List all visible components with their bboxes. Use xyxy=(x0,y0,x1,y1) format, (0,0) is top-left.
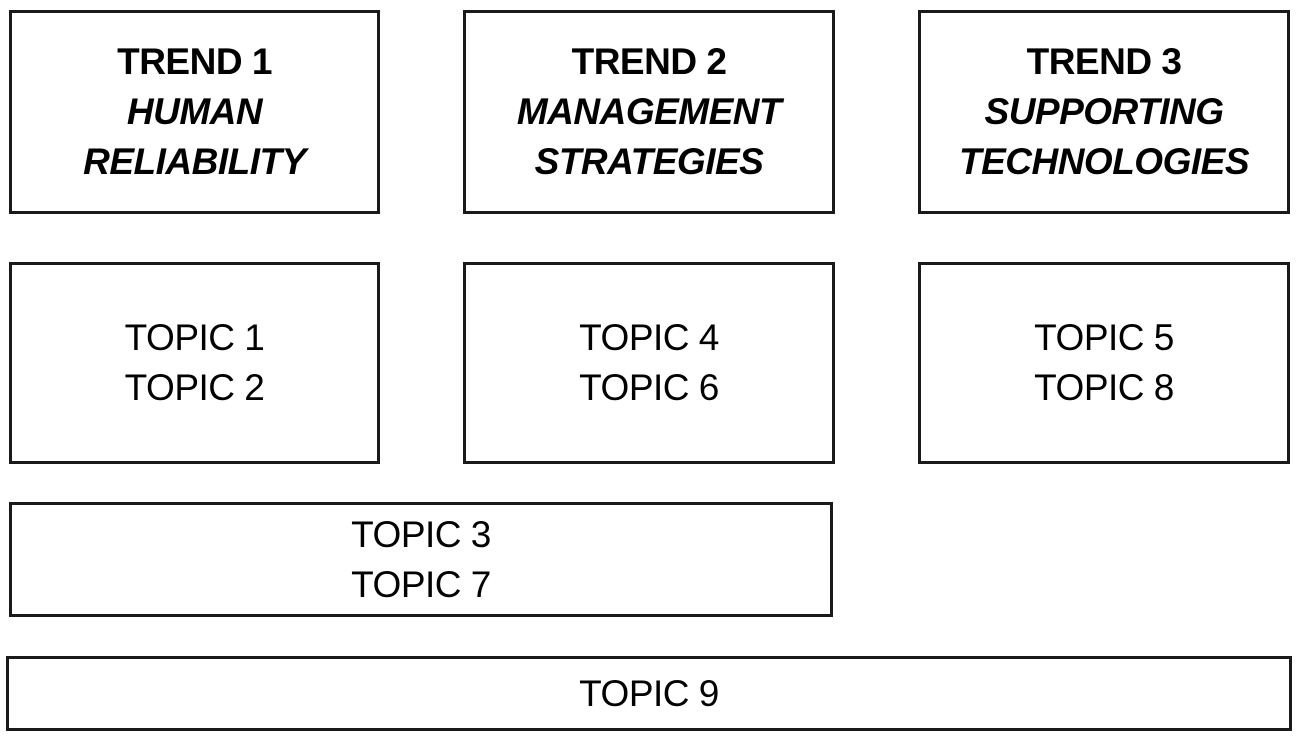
trend-2-subtitle-line-1: MANAGEMENT xyxy=(516,91,782,132)
topic-line: TOPIC 2 xyxy=(124,367,265,408)
trend-2-box: TREND 2 MANAGEMENT STRATEGIES xyxy=(463,10,835,214)
trend-3-subtitle-line-2: TECHNOLOGIES xyxy=(958,141,1250,182)
trend-1-subtitle-line-1: HUMAN xyxy=(126,91,263,132)
topic-line: TOPIC 1 xyxy=(124,317,265,358)
trend-1-subtitle-line-2: RELIABILITY xyxy=(83,141,306,182)
topic-line: TOPIC 5 xyxy=(1034,317,1174,358)
topic-line: TOPIC 8 xyxy=(1034,367,1174,408)
trend-3-subtitle-line-1: SUPPORTING xyxy=(984,91,1224,132)
trend-3-box: TREND 3 SUPPORTING TECHNOLOGIES xyxy=(918,10,1290,214)
trend-2-subtitle-line-2: STRATEGIES xyxy=(534,141,764,182)
trend-2-title: TREND 2 xyxy=(571,41,727,82)
shared-topics-box-trends-1-2: TOPIC 3 TOPIC 7 xyxy=(9,502,833,617)
topic-line: TOPIC 9 xyxy=(579,672,719,714)
shared-topics-box-all-trends: TOPIC 9 xyxy=(6,656,1292,731)
topic-line: TOPIC 7 xyxy=(351,563,491,605)
topic-line: TOPIC 3 xyxy=(351,513,491,555)
trend-1-title: TREND 1 xyxy=(117,41,272,82)
topic-line: TOPIC 6 xyxy=(579,367,719,408)
trend-3-title: TREND 3 xyxy=(1026,41,1182,82)
trend-2-topics-box: TOPIC 4 TOPIC 6 xyxy=(463,262,835,464)
trend-1-box: TREND 1 HUMAN RELIABILITY xyxy=(9,10,380,214)
trend-1-topics-box: TOPIC 1 TOPIC 2 xyxy=(9,262,380,464)
topic-line: TOPIC 4 xyxy=(579,317,719,358)
trend-3-topics-box: TOPIC 5 TOPIC 8 xyxy=(918,262,1290,464)
